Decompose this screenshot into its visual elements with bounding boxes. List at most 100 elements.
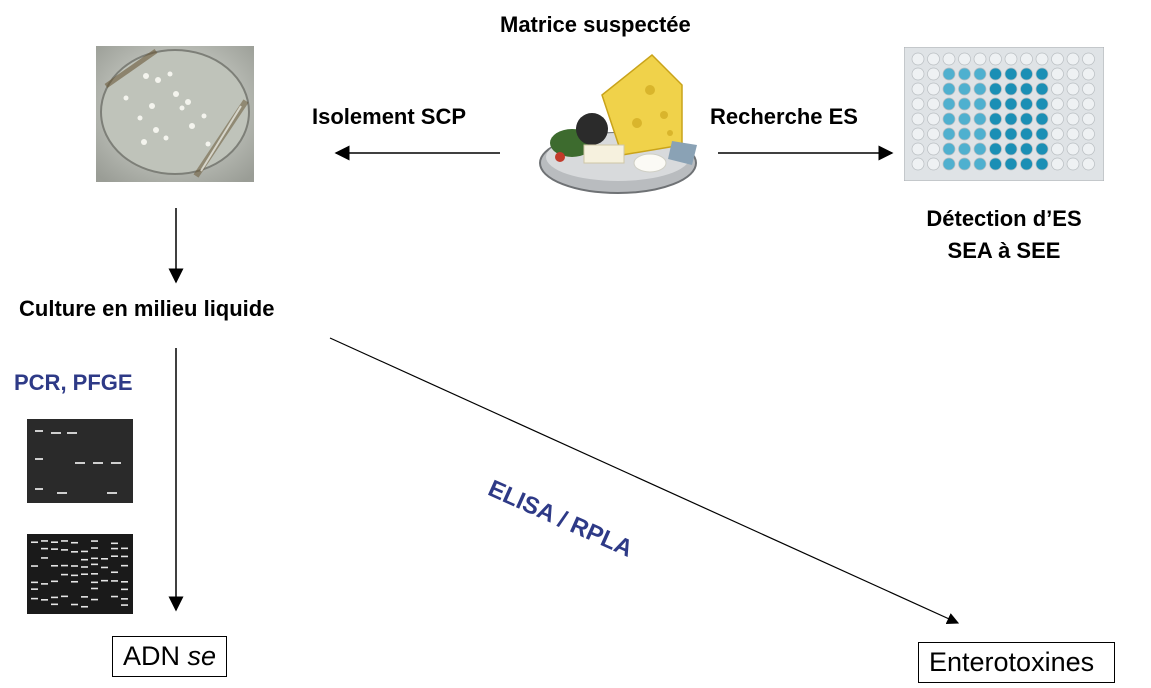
plate-well	[973, 82, 987, 96]
plate-well	[1051, 157, 1064, 171]
enterotoxines-box: Enterotoxines	[918, 642, 1116, 683]
plate-well	[1082, 97, 1095, 111]
plate-well	[973, 97, 987, 111]
plate-well	[1004, 157, 1018, 171]
plate-well	[1004, 82, 1018, 96]
plate-well	[927, 112, 940, 126]
plate-well	[1020, 112, 1033, 126]
plate-well	[942, 157, 956, 171]
plate-well	[1035, 112, 1049, 126]
plate-well	[1082, 157, 1095, 171]
plate-well	[1051, 127, 1064, 141]
plate-well	[1051, 67, 1064, 81]
plate-well	[1004, 67, 1018, 81]
pcr-gel-image	[27, 419, 133, 503]
plate-well	[1035, 97, 1049, 111]
plate-well	[958, 142, 971, 156]
plate-well	[1066, 52, 1080, 66]
plate-well	[942, 142, 956, 156]
plate-well	[1035, 142, 1049, 156]
plate-well	[958, 97, 971, 111]
plate-well	[973, 157, 987, 171]
plate-well	[973, 52, 987, 66]
plate-well	[927, 82, 940, 96]
plate-well	[1035, 67, 1049, 81]
plate-well	[927, 157, 940, 171]
plate-well	[1066, 67, 1080, 81]
plate-well	[958, 82, 971, 96]
diagram-title: Matrice suspectée	[500, 12, 691, 37]
plate-well	[927, 127, 940, 141]
plate-well	[927, 97, 940, 111]
plate-well	[973, 67, 987, 81]
plate-well	[989, 97, 1002, 111]
plate-well	[1020, 67, 1033, 81]
plate-well	[1051, 82, 1064, 96]
plate-well	[1004, 52, 1018, 66]
arrow-to-enterotoxines	[329, 337, 960, 625]
plate-well	[1066, 142, 1080, 156]
plate-well	[1082, 52, 1095, 66]
recherche-label: Recherche ES	[710, 104, 858, 129]
plate-well	[1066, 157, 1080, 171]
plate-well	[1004, 112, 1018, 126]
plate-well	[1051, 97, 1064, 111]
plate-well	[989, 127, 1002, 141]
pfge-gel-image	[27, 534, 133, 614]
plate-well	[973, 127, 987, 141]
plate-well	[927, 142, 940, 156]
plate-well	[1020, 52, 1033, 66]
plate-well	[1004, 127, 1018, 141]
plate-well	[958, 157, 971, 171]
cheese-platter-image	[532, 45, 704, 197]
plate-well	[989, 67, 1002, 81]
plate-well	[1020, 127, 1033, 141]
adn-text: ADN	[123, 641, 188, 671]
plate-well	[911, 112, 925, 126]
plate-well	[1020, 97, 1033, 111]
plate-well	[973, 112, 987, 126]
methods-label: PCR, PFGE	[14, 370, 133, 395]
plate-well	[989, 112, 1002, 126]
plate-well	[1066, 82, 1080, 96]
detection-line2: SEA à SEE	[947, 238, 1061, 263]
plate-well	[911, 97, 925, 111]
plate-well	[911, 67, 925, 81]
plate-well	[958, 112, 971, 126]
plate-well	[911, 52, 925, 66]
culture-label: Culture en milieu liquide	[19, 296, 275, 321]
plate-well	[1082, 67, 1095, 81]
detection-label: Détection d’ES SEA à SEE	[904, 203, 1104, 267]
plate-well	[973, 142, 987, 156]
plate-well	[1082, 142, 1095, 156]
plate-well	[1035, 127, 1049, 141]
plate-well	[1066, 127, 1080, 141]
plate-well	[1004, 142, 1018, 156]
detection-line1: Détection d’ES	[926, 206, 1082, 231]
plate-well	[942, 97, 956, 111]
plate-well	[1020, 82, 1033, 96]
petri-dish-image	[96, 46, 254, 182]
plate-well	[1020, 142, 1033, 156]
plate-well	[958, 67, 971, 81]
plate-well	[911, 142, 925, 156]
plate-well	[1066, 97, 1080, 111]
se-gene-text: se	[187, 641, 217, 671]
plate-well	[989, 82, 1002, 96]
plate-well	[942, 52, 956, 66]
plate-well	[942, 112, 956, 126]
plate-well	[989, 52, 1002, 66]
plate-well	[1035, 52, 1049, 66]
plate-well	[1051, 52, 1064, 66]
plate-well	[942, 82, 956, 96]
elisa-plate-image	[903, 46, 1105, 182]
plate-well	[1004, 97, 1018, 111]
isolement-label: Isolement SCP	[312, 104, 467, 129]
plate-well	[1035, 157, 1049, 171]
plate-well	[927, 52, 940, 66]
plate-well	[989, 142, 1002, 156]
plate-well	[1020, 157, 1033, 171]
plate-well	[1051, 142, 1064, 156]
plate-well	[927, 67, 940, 81]
